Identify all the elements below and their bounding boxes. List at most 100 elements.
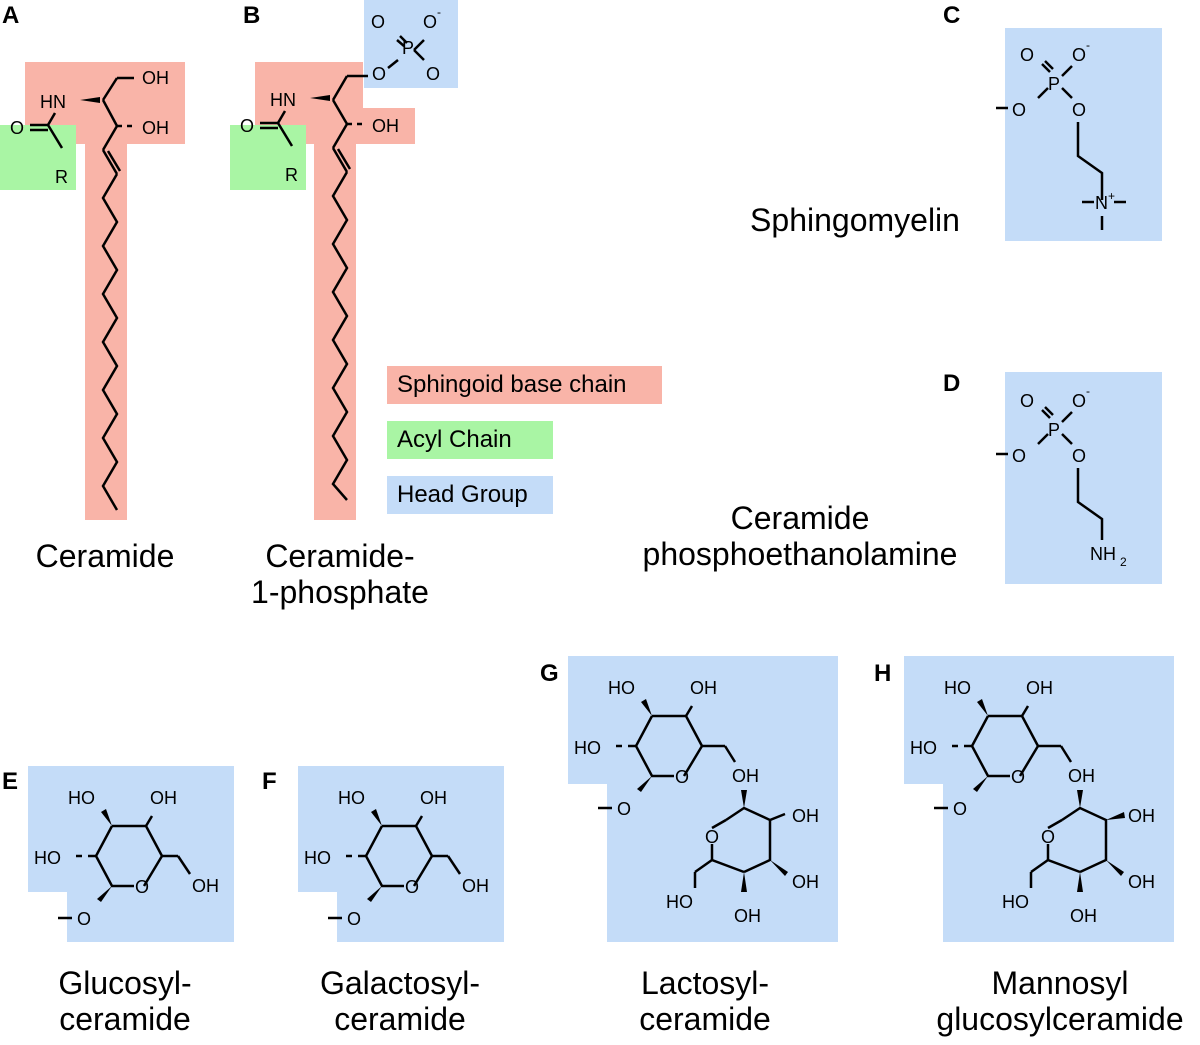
svg-text:O: O <box>372 64 386 84</box>
svg-text:O: O <box>1011 767 1025 787</box>
panel-letter-e: E <box>2 768 19 795</box>
atom-oh: OH <box>142 68 169 88</box>
svg-text:HO: HO <box>338 788 365 808</box>
svg-text:OH: OH <box>1128 806 1155 826</box>
svg-text:O: O <box>426 64 440 84</box>
svg-text:O: O <box>1020 45 1034 65</box>
svg-text:O: O <box>423 12 437 32</box>
svg-text:O: O <box>1012 446 1026 466</box>
svg-text:OH: OH <box>420 788 447 808</box>
svg-text:O: O <box>371 12 385 32</box>
phosphoethanolamine-head-structure: O P O O - O NH 2 <box>996 384 1127 569</box>
svg-text:2: 2 <box>1120 555 1127 569</box>
svg-text:O: O <box>675 767 689 787</box>
ceramide-structure: OH OH HN O R <box>10 68 169 511</box>
svg-text:O: O <box>705 827 719 847</box>
head-group-highlight-h <box>904 656 1174 784</box>
svg-text:O: O <box>1020 391 1034 411</box>
glucose-structure: HO OH HO O OH O <box>34 788 219 929</box>
svg-text:O: O <box>1072 446 1086 466</box>
legend-sphingoid-base-chain: Sphingoid base chain <box>387 366 662 404</box>
svg-text:OH: OH <box>142 118 169 138</box>
legend-acyl-chain: Acyl Chain <box>387 421 553 459</box>
ceramide-1-phosphate-structure: OH HN O R O P O O - O <box>240 5 441 501</box>
svg-text:O: O <box>77 909 91 929</box>
svg-text:OH: OH <box>462 876 489 896</box>
acyl-highlight-a <box>0 125 76 190</box>
svg-text:HO: HO <box>944 678 971 698</box>
svg-text:R: R <box>285 165 298 185</box>
svg-text:P: P <box>1048 74 1060 94</box>
head-group-highlight-f <box>298 766 504 892</box>
caption-galactosylceramide: Galactosyl- ceramide <box>319 965 481 1037</box>
mannosyl-glucose-structure: HO OH HO O OH O O OH OH HO OH <box>910 678 1155 926</box>
svg-text:OH: OH <box>1128 872 1155 892</box>
svg-text:OH: OH <box>372 116 399 136</box>
svg-text:OH: OH <box>792 872 819 892</box>
svg-text:OH: OH <box>192 876 219 896</box>
sphingomyelin-head-structure: O P O O - O N + <box>996 38 1126 230</box>
svg-text:HO: HO <box>68 788 95 808</box>
svg-text:HN: HN <box>270 90 296 110</box>
svg-text:HN: HN <box>40 92 66 112</box>
acyl-highlight-b <box>230 125 306 190</box>
svg-text:O: O <box>1072 391 1086 411</box>
caption-ceramide-1-phosphate: Ceramide- 1-phosphate <box>251 538 429 610</box>
galactose-structure: HO OH HO O OH O <box>304 788 489 929</box>
lactose-structure: HO OH HO O OH O O OH OH HO OH <box>574 678 819 926</box>
head-group-highlight-h-lower <box>943 780 1174 942</box>
head-group-highlight-c <box>1005 28 1162 241</box>
head-group-highlight-e <box>28 766 234 892</box>
caption-lactosylceramide: Lactosyl- ceramide <box>639 965 771 1037</box>
svg-text:O: O <box>405 877 419 897</box>
svg-text:N: N <box>1095 193 1108 213</box>
svg-text:P: P <box>1048 420 1060 440</box>
svg-text:O: O <box>1072 45 1086 65</box>
panel-letter-d: D <box>943 370 961 397</box>
svg-text:O: O <box>1012 100 1026 120</box>
panel-letter-b: B <box>243 2 261 29</box>
panel-letter-f: F <box>262 768 277 795</box>
svg-text:HO: HO <box>1002 892 1029 912</box>
svg-text:OH: OH <box>1026 678 1053 698</box>
svg-text:R: R <box>55 167 68 187</box>
svg-text:O: O <box>135 877 149 897</box>
caption-ceramide: Ceramide <box>35 538 175 574</box>
svg-text:OH: OH <box>792 806 819 826</box>
svg-text:OH: OH <box>1068 766 1095 786</box>
svg-text:-: - <box>1086 38 1090 52</box>
svg-text:O: O <box>1072 100 1086 120</box>
head-group-highlight-g <box>568 656 838 784</box>
svg-text:O: O <box>953 799 967 819</box>
svg-text:HO: HO <box>304 848 331 868</box>
svg-text:O: O <box>617 799 631 819</box>
svg-text:OH: OH <box>150 788 177 808</box>
svg-text:-: - <box>1086 384 1090 398</box>
head-group-highlight-d <box>1005 372 1162 584</box>
head-group-highlight-b <box>364 0 458 88</box>
svg-text:O: O <box>347 909 361 929</box>
caption-sphingomyelin: Sphingomyelin <box>750 202 960 238</box>
svg-text:OH: OH <box>734 906 761 926</box>
svg-text:O: O <box>1041 827 1055 847</box>
head-group-highlight-f-lower <box>337 880 504 942</box>
caption-glucosylceramide: Glucosyl- ceramide <box>58 965 192 1037</box>
svg-text:HO: HO <box>574 738 601 758</box>
svg-text:+: + <box>1108 189 1115 203</box>
svg-text:O: O <box>240 116 254 136</box>
svg-text:OH: OH <box>732 766 759 786</box>
svg-text:NH: NH <box>1090 544 1116 564</box>
panel-letter-c: C <box>943 2 961 29</box>
svg-text:OH: OH <box>1070 906 1097 926</box>
svg-text:O: O <box>10 118 24 138</box>
svg-text:HO: HO <box>34 848 61 868</box>
legend-head-group: Head Group <box>387 476 553 514</box>
caption-mannosyl-glucosylceramide: Mannosyl glucosylceramide <box>936 965 1184 1037</box>
svg-text:HO: HO <box>910 738 937 758</box>
svg-text:P: P <box>402 38 414 58</box>
svg-text:HO: HO <box>608 678 635 698</box>
panel-letter-g: G <box>540 660 559 687</box>
svg-text:HO: HO <box>666 892 693 912</box>
svg-text:-: - <box>437 5 441 19</box>
head-group-highlight-g-lower <box>607 780 838 942</box>
